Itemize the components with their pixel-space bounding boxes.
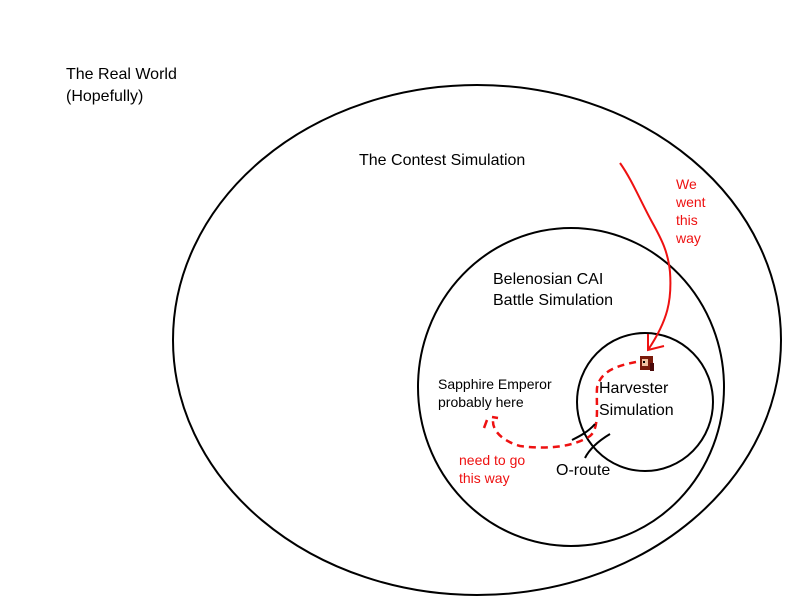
- belenosian-simulation-ellipse: [417, 227, 725, 547]
- went-this-way-arrow: [619, 162, 672, 351]
- contest-simulation-label: The Contest Simulation: [359, 152, 526, 169]
- character-sprite-icon: [640, 356, 654, 371]
- belenosian-label-line2: Battle Simulation: [493, 292, 614, 309]
- need-to-go-dashed-path: [491, 360, 637, 449]
- harvester-label-line1: Harvester: [599, 380, 669, 397]
- need-label-line1: need to go: [459, 452, 526, 468]
- o-route-mark-1: [571, 423, 596, 441]
- need-label-line2: this way: [459, 470, 510, 486]
- real-world-label-line1: The Real World: [66, 66, 177, 83]
- real-world-label-line2: (Hopefully): [66, 88, 144, 105]
- went-label-line2: went: [676, 194, 706, 210]
- went-label-line1: We: [676, 176, 697, 192]
- belenosian-label-line1: Belenosian CAI: [493, 271, 604, 288]
- o-route-label: O-route: [556, 462, 611, 479]
- sapphire-label-line1: Sapphire Emperor: [438, 376, 552, 392]
- went-label-line3: this: [676, 212, 698, 228]
- went-label-line4: way: [676, 230, 701, 246]
- harvester-label-line2: Simulation: [599, 402, 674, 419]
- harvester-simulation-ellipse: [576, 332, 714, 472]
- went-this-way-arrowhead: [647, 334, 665, 352]
- contest-simulation-ellipse: [172, 84, 782, 596]
- o-route-mark-2: [584, 433, 611, 459]
- need-to-go-dashed-arrowhead: [482, 415, 499, 429]
- sapphire-label-line2: probably here: [438, 394, 524, 410]
